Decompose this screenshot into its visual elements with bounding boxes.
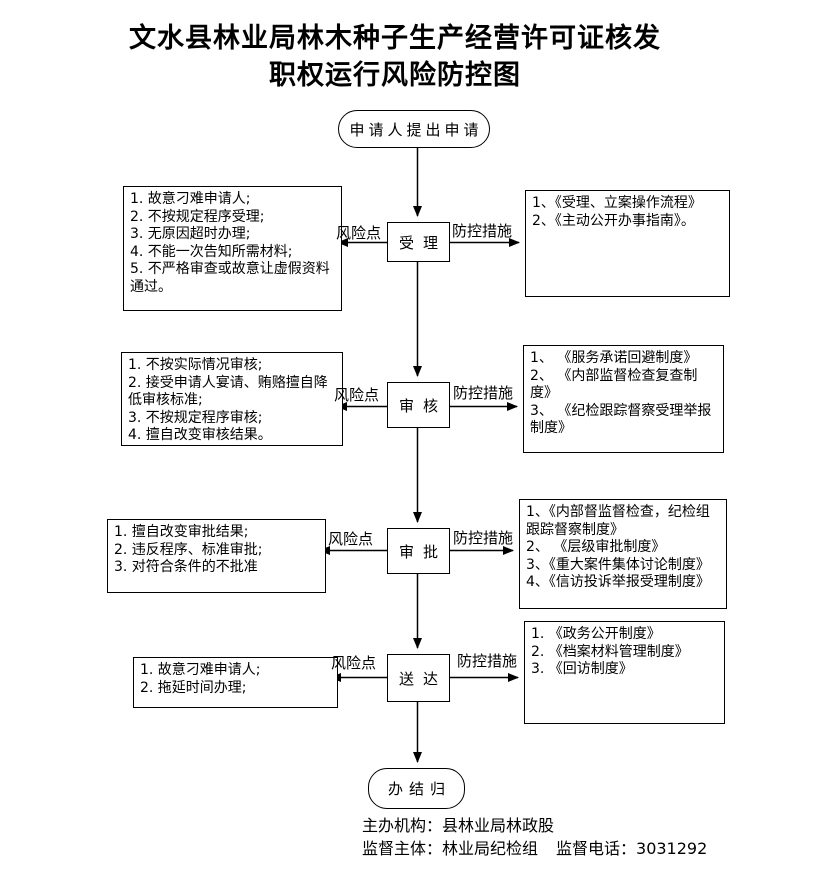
footer-organizer: 主办机构：县林业局林政股 [362, 816, 555, 835]
risk-item: 2. 不按规定程序受理; [130, 208, 265, 225]
risk-item: 4. 擅自改变审核结果。 [128, 427, 272, 443]
risk-item: 2. 拖延时间办理; [140, 679, 247, 696]
footer-supervisor: 监督主体：林业局纪检组 [362, 839, 539, 858]
control-item: 1、《内部督监督检查，纪检组跟踪督察制度》 [526, 504, 710, 538]
page-title: 文水县林业局林木种子生产经营许可证核发 职权运行风险防控图 [0, 20, 790, 94]
risk-point-label-review: 风险点 [334, 386, 380, 404]
stage-box-deliver: 送达 [387, 654, 450, 702]
control-item: 4、《信访投诉举报受理制度》 [526, 574, 710, 590]
stage-box-approve: 审批 [387, 528, 450, 574]
control-box-accept: 1、《受理、立案操作流程》 2、《主动公开办事指南》。 [525, 190, 730, 297]
control-box-review: 1、 《服务承诺回避制度》 2、 《内部监督检查复查制度》 3、 《纪检跟踪督察… [523, 345, 724, 453]
risk-item: 3. 不按规定程序审核; [128, 409, 263, 426]
end-node: 办结归 [368, 768, 465, 809]
risk-box-approve: 1. 擅自改变审批结果; 2. 违反程序、标准审批; 3. 对符合条件的不批准 [107, 519, 326, 593]
risk-item: 5. 不严格审查或故意让虚假资料通过。 [130, 261, 330, 295]
control-label-review: 防控措施 [453, 384, 514, 402]
control-item: 2、《主动公开办事指南》。 [532, 212, 695, 229]
control-item: 2、 《内部监督检查复查制度》 [530, 367, 698, 402]
end-node-label: 办结归 [387, 780, 451, 798]
stage-label-review: 审核 [398, 396, 447, 415]
risk-item: 1. 故意刁难申请人; [130, 191, 251, 207]
risk-point-label-accept: 风险点 [336, 224, 382, 242]
risk-box-deliver: 1. 故意刁难申请人; 2. 拖延时间办理; [133, 657, 338, 708]
risk-item: 1. 不按实际情况审核; [128, 357, 263, 373]
control-item: 3、 《纪检跟踪督察受理举报制度》 [530, 402, 712, 437]
control-item: 2. 《档案材料管理制度》 [531, 643, 689, 660]
stage-label-deliver: 送达 [398, 669, 447, 688]
control-item: 1. 《政务公开制度》 [531, 626, 661, 642]
risk-item: 4. 不能一次告知所需材料; [130, 243, 293, 260]
control-label-accept: 防控措施 [452, 222, 513, 240]
risk-box-review: 1. 不按实际情况审核; 2. 接受申请人宴请、贿赂擅自降低审核标准; 3. 不… [121, 352, 343, 446]
control-item: 2、 《层级审批制度》 [526, 539, 666, 555]
risk-item: 2. 接受申请人宴请、贿赂擅自降低审核标准; [128, 374, 328, 409]
control-item: 3. 《回访制度》 [531, 661, 633, 677]
risk-point-label-approve: 风险点 [328, 530, 374, 548]
stage-box-accept: 受理 [387, 222, 450, 262]
risk-item: 2. 违反程序、标准审批; [114, 541, 263, 558]
control-item: 1、《受理、立案操作流程》 [532, 195, 702, 211]
risk-point-label-deliver: 风险点 [331, 654, 377, 672]
risk-item: 1. 擅自改变审批结果; [114, 524, 249, 540]
stage-box-review: 审核 [387, 382, 450, 428]
footer-supervision: 监督主体：林业局纪检组监督电话：3031292 [362, 837, 707, 860]
risk-box-accept: 1. 故意刁难申请人; 2. 不按规定程序受理; 3. 无原因超时办理; 4. … [123, 186, 342, 311]
stage-label-approve: 审批 [398, 542, 447, 561]
start-node-label: 申请人提出申请 [349, 120, 483, 139]
start-node: 申请人提出申请 [338, 110, 490, 148]
stage-label-accept: 受理 [398, 233, 447, 252]
risk-item: 1. 故意刁难申请人; [140, 662, 261, 678]
control-box-deliver: 1. 《政务公开制度》 2. 《档案材料管理制度》 3. 《回访制度》 [524, 621, 725, 724]
control-item: 3、《重大案件集体讨论制度》 [526, 556, 710, 573]
risk-item: 3. 对符合条件的不批准 [114, 559, 258, 575]
title-line-2: 职权运行风险防控图 [269, 60, 521, 91]
title-line-1: 文水县林业局林木种子生产经营许可证核发 [129, 23, 661, 54]
control-label-deliver: 防控措施 [457, 652, 518, 670]
control-box-approve: 1、《内部督监督检查，纪检组跟踪督察制度》 2、 《层级审批制度》 3、《重大案… [519, 499, 727, 609]
risk-item: 3. 无原因超时办理; [130, 226, 251, 242]
control-label-approve: 防控措施 [453, 529, 514, 547]
footer: 主办机构：县林业局林政股 监督主体：林业局纪检组监督电话：3031292 [362, 814, 707, 860]
control-item: 1、 《服务承诺回避制度》 [530, 350, 698, 366]
footer-phone: 监督电话：3031292 [556, 839, 708, 858]
